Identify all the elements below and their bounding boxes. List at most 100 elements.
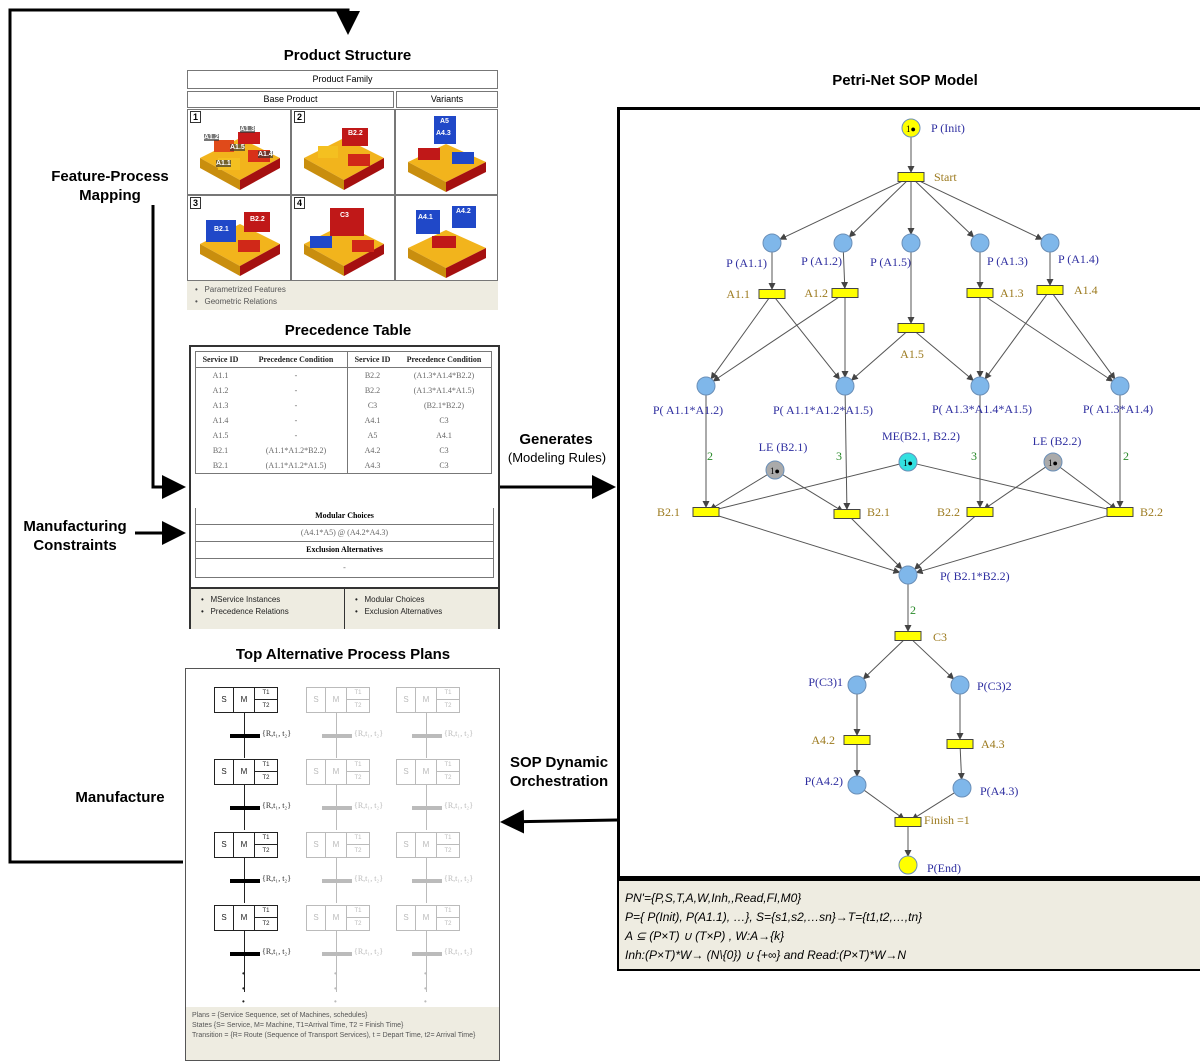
plan-transition-label: {R,t₁, t₂} <box>444 874 474 883</box>
block-label: A4.2 <box>456 208 471 215</box>
state-t1: T1 <box>347 688 369 700</box>
transition-c3 <box>894 631 922 641</box>
plan-arc <box>244 930 245 992</box>
table-cell: B2.1 <box>212 461 229 470</box>
formula-line: A ⊆ (P×T) ∪ (T×P) , W:A→{k} <box>625 929 785 943</box>
plan-state-box: S M T1 T2 <box>306 759 370 785</box>
petri-arc <box>915 178 1043 240</box>
plan-transition-bar <box>322 734 352 738</box>
place-label-a11a12a15: P( A1.1*A1.2*A1.5) <box>773 403 873 417</box>
petri-arc <box>709 463 900 513</box>
legend-line: Transition = {R= Route (Sequence of Tran… <box>192 1032 476 1039</box>
plan-state-box: S M T1 T2 <box>214 687 278 713</box>
table-cell: - <box>245 367 348 383</box>
note-item: • Geometric Relations <box>195 297 277 306</box>
transition-label-a15: A1.5 <box>900 347 924 361</box>
transition-start <box>897 172 925 182</box>
plan-state-box: S M T1 T2 <box>396 687 460 713</box>
state-service: S <box>397 688 416 712</box>
petri-arc <box>957 748 965 781</box>
formula-line: Inh:(P×T)*W→ (N\{0}) ∪ {+∞} and Read:(P×… <box>625 948 907 962</box>
top-plans-title: Top Alternative Process Plans <box>235 646 451 663</box>
place-label-a15: P (A1.5) <box>870 255 911 269</box>
state-t2: T2 <box>444 921 452 927</box>
block-label: B2.1 <box>214 226 229 233</box>
plan-state-box: S M T1 T2 <box>306 832 370 858</box>
place-label-a12: P (A1.2) <box>801 254 842 268</box>
state-service: S <box>397 833 416 857</box>
plan-transition-bar <box>412 952 442 956</box>
header-cell: Service ID <box>195 351 245 368</box>
token-marker: 1● <box>903 458 913 468</box>
transition-label-a42: A4.2 <box>811 733 835 747</box>
continuation-dot: • <box>424 997 427 1006</box>
precedence-panel: Service ID Precedence Condition Service … <box>189 345 500 629</box>
table-cell: C3 <box>367 401 378 410</box>
state-machine: M <box>326 906 347 930</box>
continuation-dot: • <box>334 969 337 978</box>
state-t1: T1 <box>437 906 459 918</box>
transition-label-b22b: B2.2 <box>1140 505 1163 519</box>
state-machine: M <box>234 906 255 930</box>
state-t2: T2 <box>444 848 452 854</box>
place-a11 <box>762 233 782 253</box>
lego-block-image <box>200 212 280 276</box>
product-notes: • Parametrized Features • Geometric Rela… <box>187 281 498 310</box>
state-machine: M <box>234 688 255 712</box>
place-a13a14 <box>1110 376 1130 396</box>
transition-b21b <box>833 509 861 519</box>
state-t2: T2 <box>354 921 362 927</box>
state-service: S <box>307 906 326 930</box>
arc-weight: 2 <box>707 449 713 463</box>
continuation-dot: • <box>424 969 427 978</box>
block-label: B2.2 <box>250 216 265 223</box>
state-t2: T2 <box>354 775 362 781</box>
state-t2: T2 <box>262 775 270 781</box>
state-service: S <box>397 760 416 784</box>
precedence-notes-right: • Modular Choices • Exclusion Alternativ… <box>345 587 498 629</box>
variant-cell-1: A5 A4.3 <box>395 109 498 195</box>
transition-label-finish: Finish =1 <box>924 813 970 827</box>
state-service: S <box>215 688 234 712</box>
precedence-table: Service ID Precedence Condition Service … <box>195 351 492 474</box>
table-row: A1.3-C3(B2.1*B2.2) <box>196 398 492 413</box>
plan-state-box: S M T1 T2 <box>214 759 278 785</box>
place-end <box>898 855 918 875</box>
transition-a14 <box>1036 285 1064 295</box>
cell-number: 4 <box>294 197 306 209</box>
state-machine: M <box>326 833 347 857</box>
plan-transition-label: {R,t₁, t₂} <box>354 801 384 810</box>
transition-label-a13: A1.3 <box>1000 286 1024 300</box>
header-cell: Precedence Condition <box>397 351 492 368</box>
block-label: A4.1 <box>418 214 433 221</box>
state-machine: M <box>416 833 437 857</box>
state-machine: M <box>326 688 347 712</box>
state-t1: T1 <box>347 906 369 918</box>
petri-arc <box>851 330 908 381</box>
plan-state-box: S M T1 T2 <box>214 832 278 858</box>
state-service: S <box>215 906 234 930</box>
state-t1: T1 <box>437 833 459 845</box>
transition-label-a14: A1.4 <box>1074 283 1098 297</box>
place-a15 <box>901 233 921 253</box>
transition-label-start: Start <box>934 170 957 184</box>
petri-arc <box>850 517 903 570</box>
lego-block-image <box>408 116 486 192</box>
state-service: S <box>307 760 326 784</box>
state-t1: T1 <box>255 906 277 918</box>
place-label-a11: P (A1.1) <box>726 256 767 270</box>
table-cell: (A1.3*A1.4*B2.2) <box>413 371 475 380</box>
transition-a13 <box>966 288 994 298</box>
note-item: • Precedence Relations <box>201 607 289 616</box>
place-me <box>898 452 918 472</box>
note-item: • Modular Choices <box>355 595 425 604</box>
table-header-row: Service ID Precedence Condition Service … <box>195 351 492 368</box>
block-label: C3 <box>340 212 349 219</box>
state-service: S <box>307 833 326 857</box>
sop-orchestration-label: SOP Dynamic Orchestration <box>509 754 609 790</box>
place-a13a14a15 <box>970 376 990 396</box>
transition-a42 <box>843 735 871 745</box>
plan-transition-bar <box>230 952 260 956</box>
